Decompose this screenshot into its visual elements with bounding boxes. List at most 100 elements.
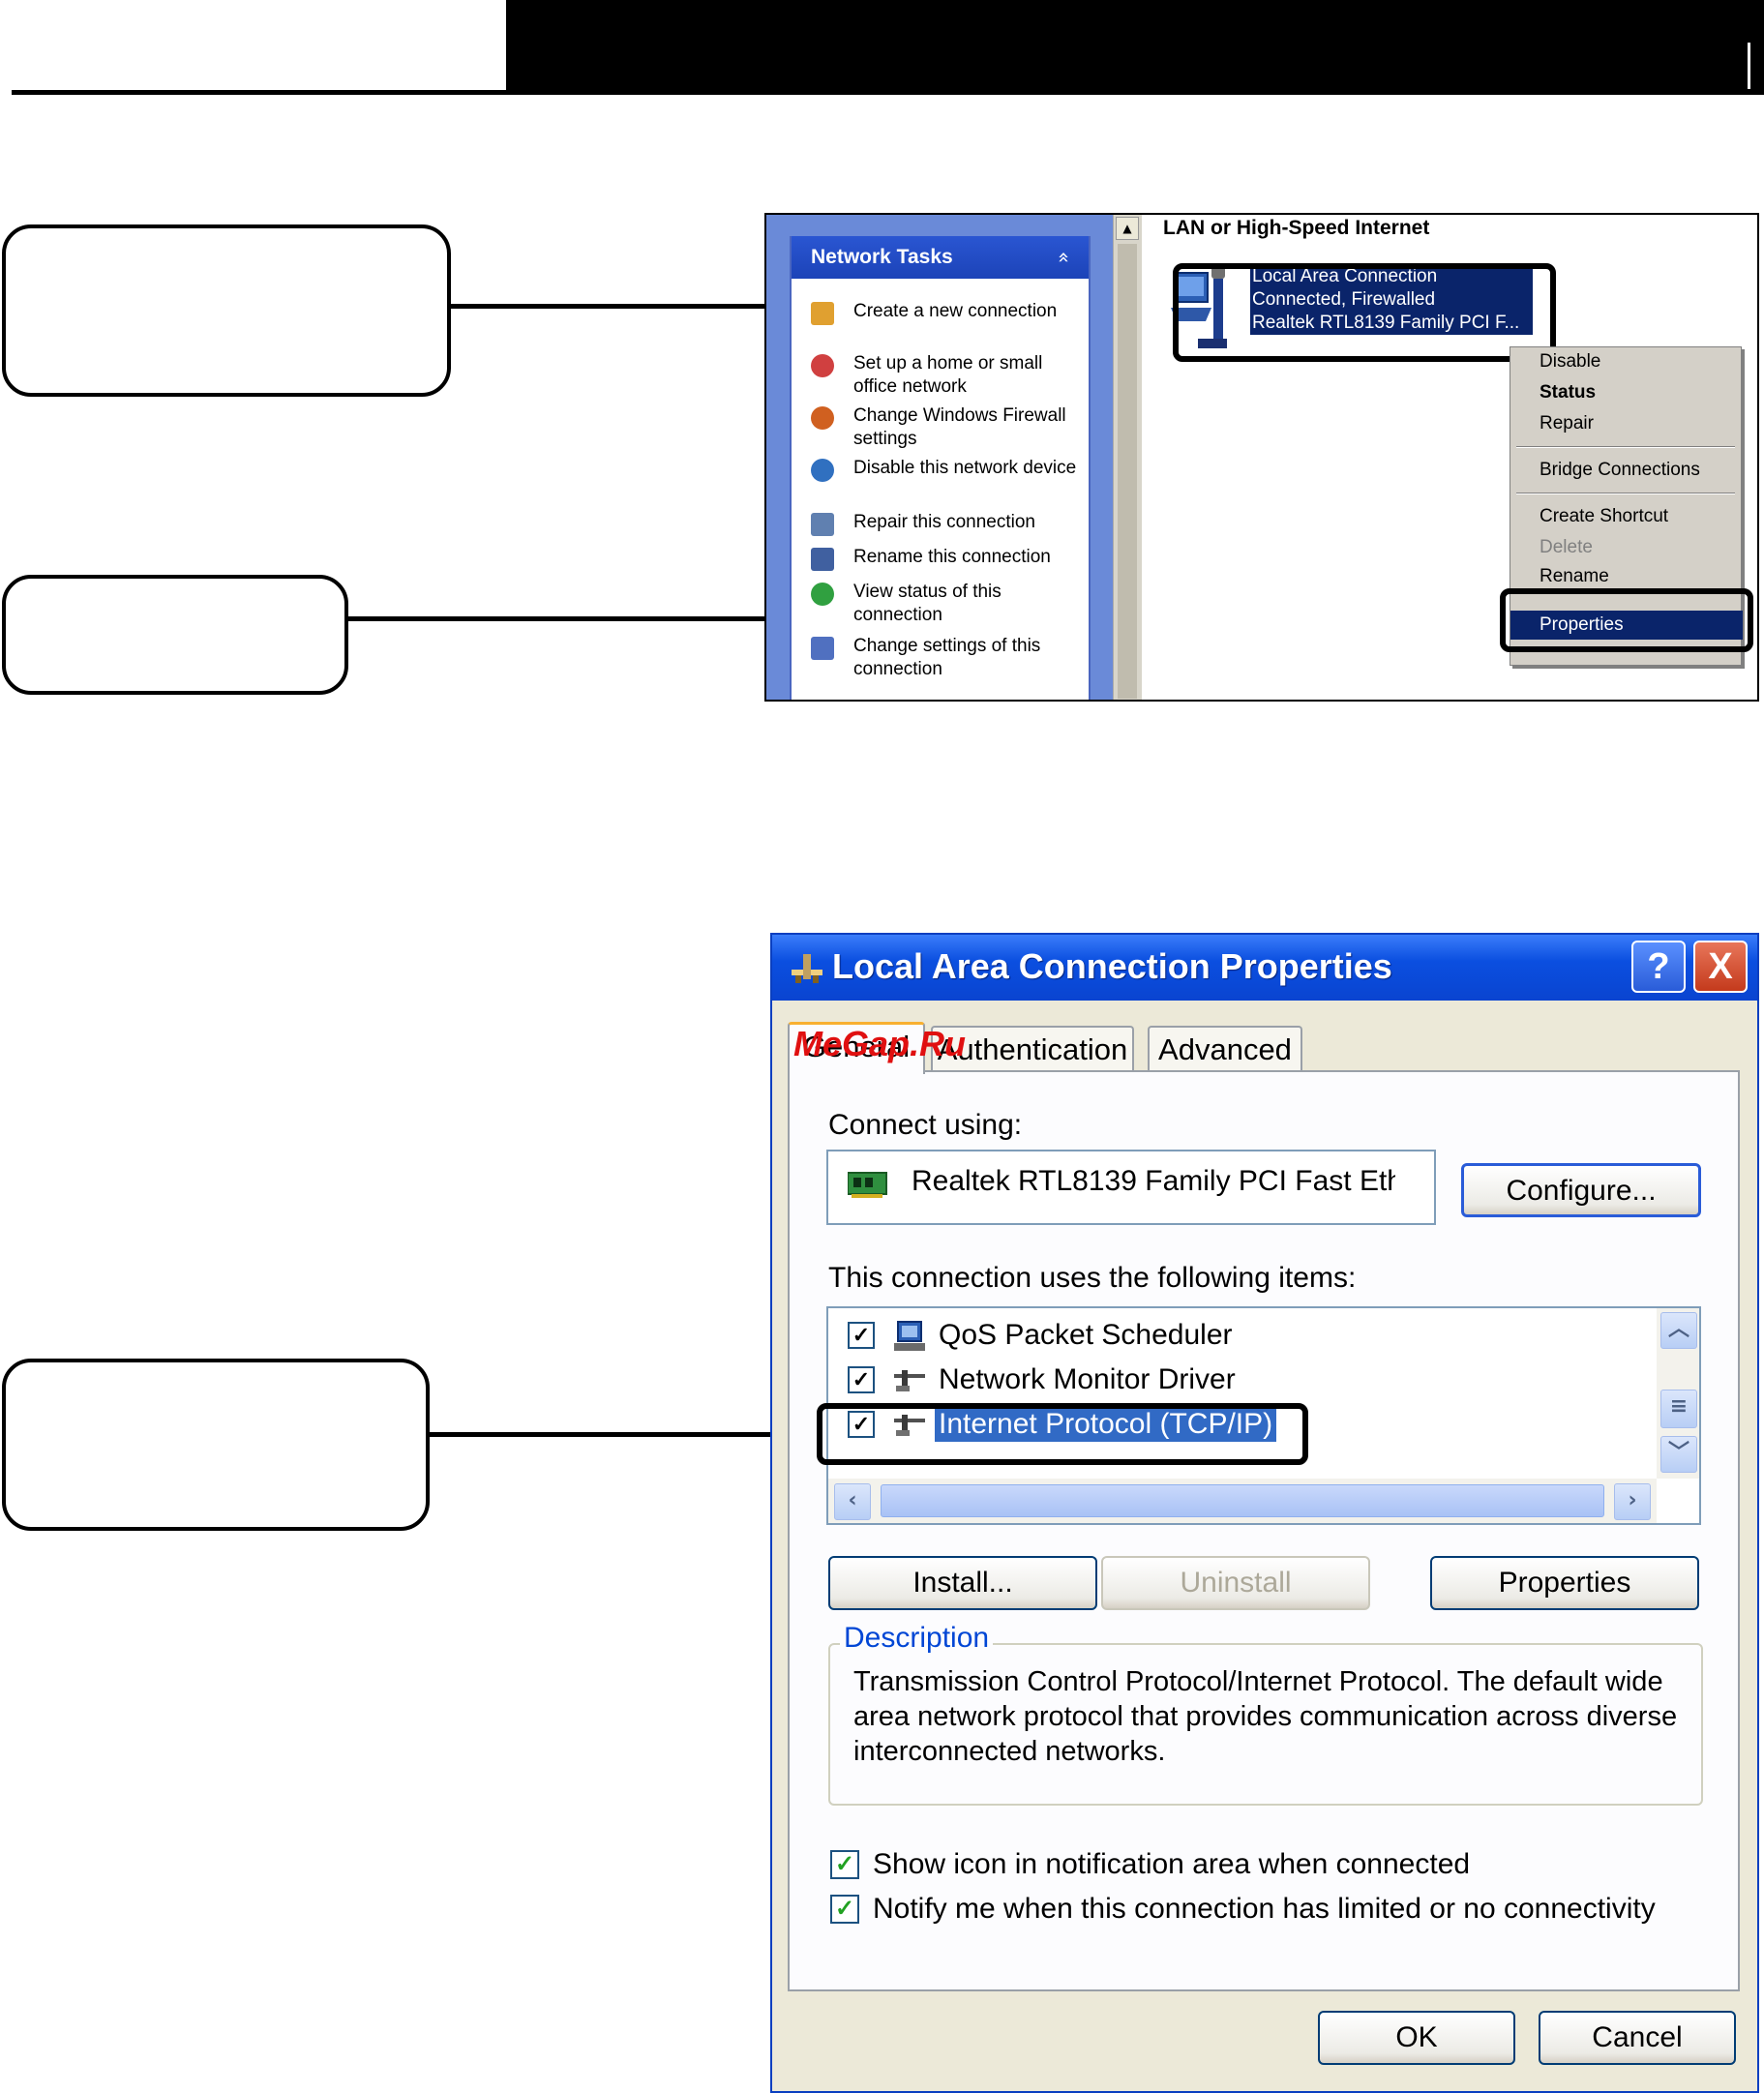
group-title: LAN or High-Speed Internet — [1163, 217, 1430, 239]
tab-authentication[interactable]: Authentication — [931, 1026, 1134, 1072]
item-label: Internet Protocol (TCP/IP) — [933, 1406, 1278, 1443]
task-pane: Network Tasks » Create a new connection … — [766, 215, 1113, 700]
highlight-tcp-ip — [817, 1403, 1308, 1465]
uninstall-button: Uninstall — [1101, 1556, 1370, 1610]
network-tasks-panel: Network Tasks » Create a new connection … — [790, 236, 1091, 700]
list-horizontal-scrollbar[interactable]: ‹ › — [828, 1479, 1657, 1523]
callout-box-2 — [2, 575, 348, 695]
close-icon[interactable]: X — [1693, 941, 1748, 993]
show-icon-checkbox[interactable]: ✓ — [830, 1850, 859, 1879]
task-label: Change settings of this connection — [853, 636, 1041, 679]
scroll-left-icon[interactable]: ‹ — [834, 1483, 871, 1520]
scroll-thumb[interactable]: ≡ — [1660, 1390, 1697, 1428]
connection-device: Realtek RTL8139 Family PCI F... — [1252, 313, 1520, 333]
components-list[interactable]: ✓ QoS Packet Scheduler ✓ Network Monitor… — [826, 1306, 1701, 1525]
task-label: Rename this connection — [853, 547, 1051, 567]
adapter-name: Realtek RTL8139 Family PCI Fast Eth — [912, 1165, 1395, 1197]
item-checkbox[interactable]: ✓ — [848, 1366, 875, 1393]
network-tasks-header[interactable]: Network Tasks — [792, 236, 1089, 279]
network-adapter-icon — [848, 1172, 887, 1198]
task-label: Create a new connection — [853, 301, 1058, 321]
context-menu: Disable Status Repair Bridge Connections… — [1510, 346, 1743, 666]
connection-details: Local Area Connection Connected, Firewal… — [1250, 265, 1533, 335]
menu-item-status[interactable]: Status — [1540, 382, 1597, 403]
task-label: Disable this network device — [853, 458, 1077, 478]
menu-item-bridge-connections[interactable]: Bridge Connections — [1540, 460, 1700, 480]
task-label: View status of this connection — [853, 582, 1002, 625]
highlight-properties — [1500, 588, 1753, 652]
menu-item-disable[interactable]: Disable — [1540, 351, 1601, 372]
dialog-title: Local Area Connection Properties — [832, 946, 1392, 986]
menu-item-repair[interactable]: Repair — [1540, 413, 1594, 434]
properties-button[interactable]: Properties — [1430, 1556, 1699, 1610]
task-pane-scrollbar[interactable]: ▲ — [1113, 215, 1142, 700]
scroll-right-icon[interactable]: › — [1614, 1483, 1651, 1520]
callout-leader-3 — [430, 1432, 817, 1437]
watermark: MeGap.Ru — [793, 1024, 967, 1063]
connect-using-label: Connect using: — [828, 1109, 1023, 1141]
rename-icon — [811, 548, 834, 571]
menu-item-create-shortcut[interactable]: Create Shortcut — [1540, 506, 1669, 526]
tab-general[interactable]: General — [788, 1022, 925, 1074]
network-protocol-icon — [894, 1370, 925, 1391]
show-icon-label: Show icon in notification area when conn… — [873, 1848, 1471, 1880]
network-connections-screenshot: Network Tasks » Create a new connection … — [764, 213, 1759, 702]
disable-device-icon — [811, 459, 834, 482]
callout-box-1 — [2, 224, 451, 397]
settings-icon — [811, 637, 834, 660]
repair-icon — [811, 513, 834, 536]
list-vertical-scrollbar[interactable]: ︿ ≡ ﹀ — [1657, 1308, 1699, 1479]
items-label: This connection uses the following items… — [828, 1262, 1357, 1294]
header-rule — [12, 90, 507, 95]
scroll-thumb[interactable] — [1118, 244, 1137, 699]
task-label: Change Windows Firewall settings — [853, 405, 1066, 449]
connection-properties-dialog: Local Area Connection Properties ? X Gen… — [770, 933, 1759, 2093]
description-text: Transmission Control Protocol/Internet P… — [853, 1666, 1678, 1767]
item-checkbox[interactable]: ✓ — [848, 1411, 875, 1438]
highlight-connection — [1173, 263, 1556, 362]
scroll-up-icon[interactable]: ︿ — [1660, 1312, 1697, 1349]
firewall-icon — [811, 406, 834, 430]
general-tab-panel: Connect using: Realtek RTL8139 Family PC… — [788, 1070, 1740, 1991]
install-button[interactable]: Install... — [828, 1556, 1097, 1610]
dialog-title-bar[interactable]: Local Area Connection Properties ? X — [772, 935, 1757, 1001]
item-checkbox[interactable]: ✓ — [848, 1322, 875, 1349]
header-bar — [506, 0, 1764, 95]
scroll-down-icon[interactable]: ﹀ — [1660, 1436, 1697, 1473]
local-area-connection-item[interactable]: Local Area Connection Connected, Firewal… — [1153, 254, 1554, 362]
header-tick — [1748, 43, 1750, 89]
scroll-thumb[interactable] — [881, 1484, 1604, 1517]
task-label: Set up a home or small office network — [853, 353, 1043, 397]
notify-label: Notify me when this connection has limit… — [873, 1893, 1656, 1925]
home-network-icon — [811, 354, 834, 377]
connection-name: Local Area Connection — [1252, 266, 1438, 286]
configure-button[interactable]: Configure... — [1461, 1163, 1701, 1217]
menu-item-rename[interactable]: Rename — [1540, 566, 1609, 586]
network-connection-icon — [792, 954, 822, 983]
menu-item-delete: Delete — [1540, 537, 1593, 557]
menu-item-properties[interactable]: Properties — [1510, 611, 1743, 640]
packet-scheduler-icon — [894, 1321, 925, 1351]
description-title: Description — [840, 1622, 994, 1655]
ok-button[interactable]: OK — [1318, 2011, 1515, 2065]
new-connection-icon — [811, 302, 834, 325]
menu-separator — [1516, 493, 1735, 494]
notify-checkbox[interactable]: ✓ — [830, 1895, 859, 1924]
collapse-icon[interactable]: » — [1051, 251, 1074, 264]
adapter-field: Realtek RTL8139 Family PCI Fast Eth — [826, 1150, 1436, 1225]
task-label: Repair this connection — [853, 512, 1035, 532]
network-connection-icon — [1171, 265, 1227, 348]
network-tasks-title: Network Tasks — [811, 246, 953, 268]
scroll-up-arrow-icon[interactable]: ▲ — [1116, 217, 1139, 240]
item-label: QoS Packet Scheduler — [939, 1319, 1233, 1351]
description-group — [828, 1643, 1703, 1806]
status-icon — [811, 583, 834, 606]
help-icon[interactable]: ? — [1631, 941, 1686, 993]
cancel-button[interactable]: Cancel — [1539, 2011, 1736, 2065]
tab-advanced[interactable]: Advanced — [1148, 1026, 1302, 1072]
connection-status: Connected, Firewalled — [1252, 289, 1436, 310]
item-label: Network Monitor Driver — [939, 1363, 1236, 1395]
network-protocol-icon — [894, 1415, 925, 1436]
callout-box-3 — [2, 1359, 430, 1531]
menu-separator — [1516, 446, 1735, 448]
